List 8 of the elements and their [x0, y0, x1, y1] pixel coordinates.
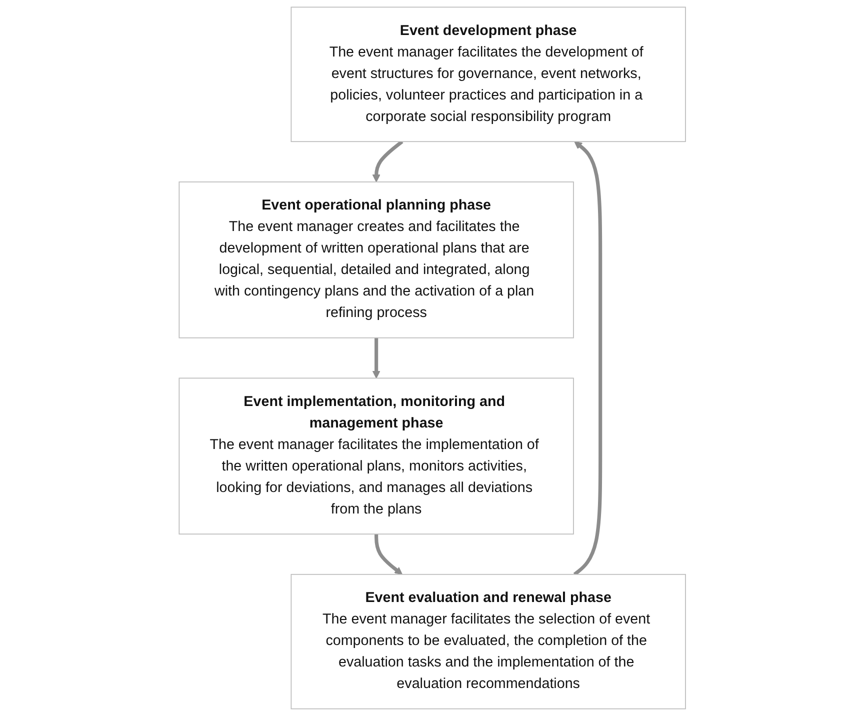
arrow: [574, 141, 602, 576]
node-box: Event implementation, monitoring and management phase The event manager facilitates the implementation of the written operational plans, monitors activities, looking for deviations, and manages all deviations from the plans: [178, 378, 574, 535]
arrow: [372, 140, 404, 182]
node-box: Event operational planning phase The event manager creates and facilitates the development of written operational plans that are logical, sequential, detailed and integrated, along with contingency plans and the activation of a plan refining process: [178, 181, 574, 338]
arrow: [374, 534, 403, 575]
arrow: [372, 338, 380, 379]
node-box: Event development phase The event manager facilitates the development of event structures for governance, event networks, policies, volunteer practices and participation in a corporate social responsibility program: [290, 6, 686, 142]
node-box: Event evaluation and renewal phase The event manager facilitates the selection of event components to be evaluated, the completion of the evaluation tasks and the implementation of the evaluation recommendations: [290, 574, 686, 710]
